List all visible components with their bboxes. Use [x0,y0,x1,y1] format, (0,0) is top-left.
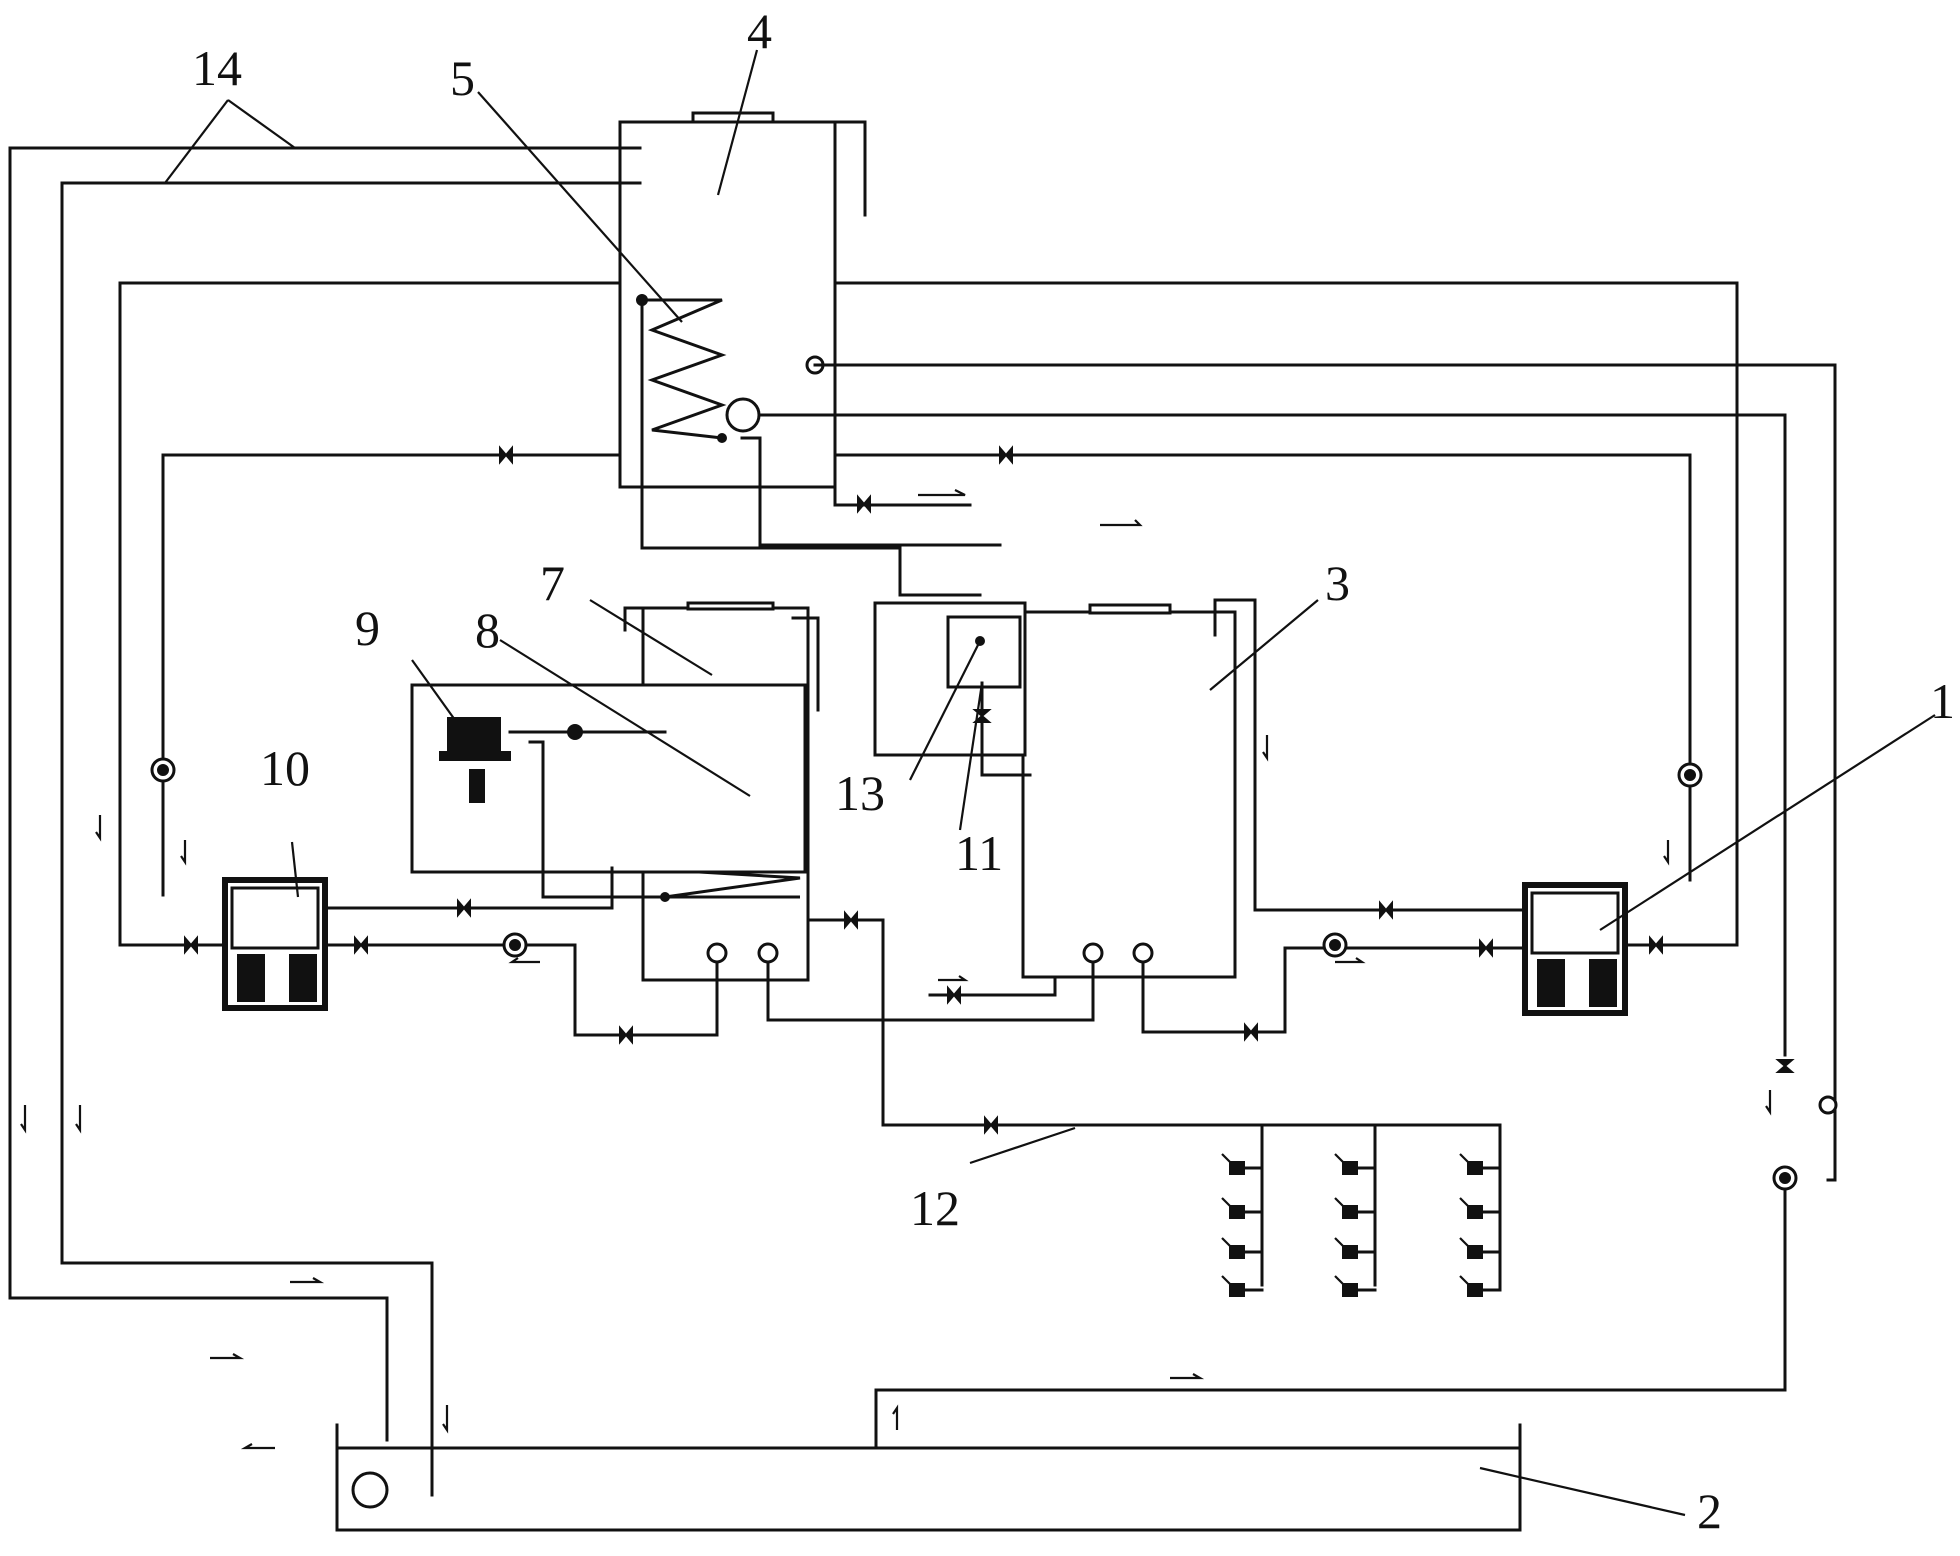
label-2: 2 [1697,1483,1722,1539]
label-11: 11 [955,825,1003,881]
outlet-head-icon [1334,1237,1377,1259]
outlet-head-icon [1221,1275,1264,1297]
box-13 [873,601,1032,781]
label-12: 12 [910,1180,960,1236]
tank-3 [1021,598,1257,979]
label-3: 3 [1325,555,1350,611]
label-7: 7 [540,555,565,611]
tank-4 [618,111,867,489]
collector-loop-14 [8,146,642,1497]
label-13: 13 [835,765,885,821]
outlet-head-icon [1459,1197,1502,1219]
label-4: 4 [747,3,772,59]
manifold-12 [969,1123,1502,1287]
outlet-head-icon [1459,1237,1502,1259]
tank-2 [335,1188,1787,1532]
outlet-head-icon [1459,1275,1502,1297]
label-9: 9 [355,600,380,656]
heat-pump-1 [1522,882,1628,1016]
heating-coil-5 [636,294,727,550]
circulation-pumps [150,757,1838,1191]
leader-lines [164,49,1936,1517]
heat-pump-10 [222,877,328,1011]
outlet-head-icon [1221,1237,1264,1259]
valves [184,445,1795,1135]
heater-box-9 [410,683,807,899]
outlet-head-icon [1334,1153,1377,1175]
outlet-head-icon [1221,1153,1264,1175]
outlet-head-icon [1334,1275,1377,1297]
label-1: 1 [1930,673,1955,729]
outlet-head-icon [1221,1197,1264,1219]
label-5: 5 [450,50,475,106]
flow-arrows [20,489,1772,1450]
label-14: 14 [192,40,242,96]
label-8: 8 [475,602,500,658]
component-labels: 1 2 3 4 5 7 8 9 10 11 12 13 14 [192,3,1955,1539]
outlet-heads [1221,1153,1502,1297]
outlet-head-icon [1459,1153,1502,1175]
outlet-head-icon [1334,1197,1377,1219]
label-10: 10 [260,740,310,796]
